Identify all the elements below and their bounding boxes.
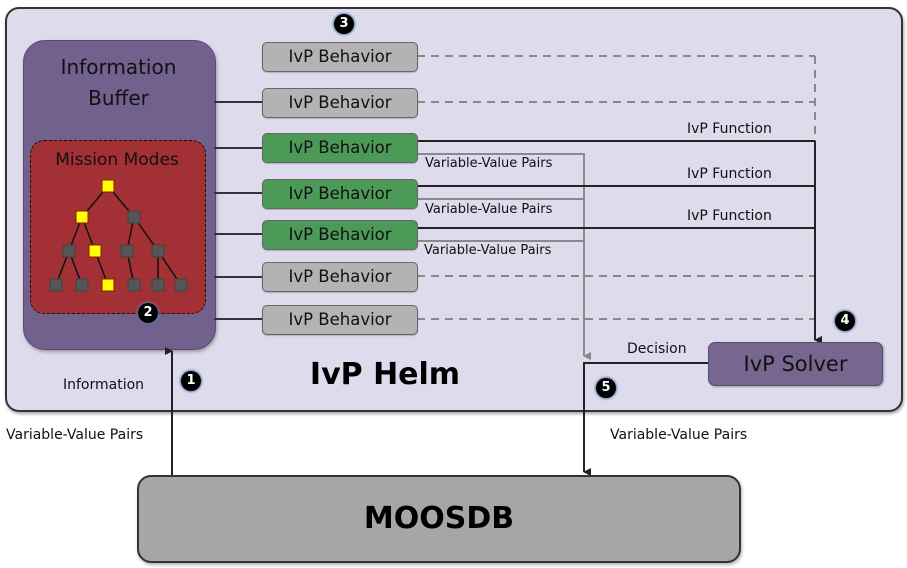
ivp-helm-title: IvP Helm	[309, 357, 461, 392]
mode-node	[75, 278, 89, 292]
vvp-link-3	[417, 153, 591, 360]
mode-node-active	[88, 244, 102, 258]
vvp-label-3: Variable-Value Pairs	[424, 243, 552, 258]
moosdb[interactable]: MOOSDB	[137, 475, 741, 563]
mode-node	[62, 244, 76, 258]
information-buffer-title-line2: Buffer	[88, 86, 149, 110]
vvp-label-2: Variable-Value Pairs	[425, 202, 553, 217]
mode-node-active	[101, 278, 115, 292]
step-badge-3: 3	[334, 14, 354, 34]
buffer-to-behavior-links	[214, 101, 262, 320]
mode-node	[151, 244, 165, 258]
step-badge-2: 2	[138, 303, 158, 323]
decision-links	[165, 347, 708, 476]
step-badge-4: 4	[835, 311, 855, 331]
var-value-pair-links	[417, 153, 591, 360]
mode-node	[151, 278, 165, 292]
behavior-6[interactable]: IvP Behavior	[262, 262, 418, 292]
ivp-function-label-3: IvP Function	[687, 208, 772, 224]
mode-node	[127, 278, 141, 292]
mode-node-active	[75, 210, 89, 224]
behavior-5-active[interactable]: IvP Behavior	[262, 220, 418, 250]
information-buffer-title: Information Buffer	[23, 52, 214, 114]
step-badge-5: 5	[596, 378, 616, 398]
behavior-2[interactable]: IvP Behavior	[262, 88, 418, 118]
vvp-label-1: Variable-Value Pairs	[425, 156, 553, 171]
mode-node	[127, 210, 141, 224]
ivp-solver[interactable]: IvP Solver	[708, 342, 883, 386]
behavior-7[interactable]: IvP Behavior	[262, 305, 418, 335]
mode-node	[49, 278, 63, 292]
behavior-4-active[interactable]: IvP Behavior	[262, 179, 418, 209]
step-badge-1: 1	[181, 371, 201, 391]
behavior-1[interactable]: IvP Behavior	[262, 42, 418, 72]
decision-to-moosdb	[583, 362, 708, 476]
decision-label: Decision	[627, 341, 687, 357]
vvp-label-right: Variable-Value Pairs	[610, 427, 748, 443]
mode-node	[174, 278, 188, 292]
information-label: Information	[63, 377, 145, 393]
mode-node	[120, 244, 134, 258]
ivp-function-label-1: IvP Function	[687, 121, 772, 137]
mode-node-active	[101, 179, 115, 193]
information-buffer-title-line1: Information	[60, 55, 177, 79]
mission-mode-tree	[49, 179, 188, 292]
mission-modes-title: Mission Modes	[55, 150, 179, 170]
ivp-function-links	[417, 140, 822, 344]
idle-behavior-links	[417, 55, 816, 320]
ivp-function-label-2: IvP Function	[687, 166, 772, 182]
vvp-label-left: Variable-Value Pairs	[6, 427, 144, 443]
behavior-3-active[interactable]: IvP Behavior	[262, 133, 418, 163]
